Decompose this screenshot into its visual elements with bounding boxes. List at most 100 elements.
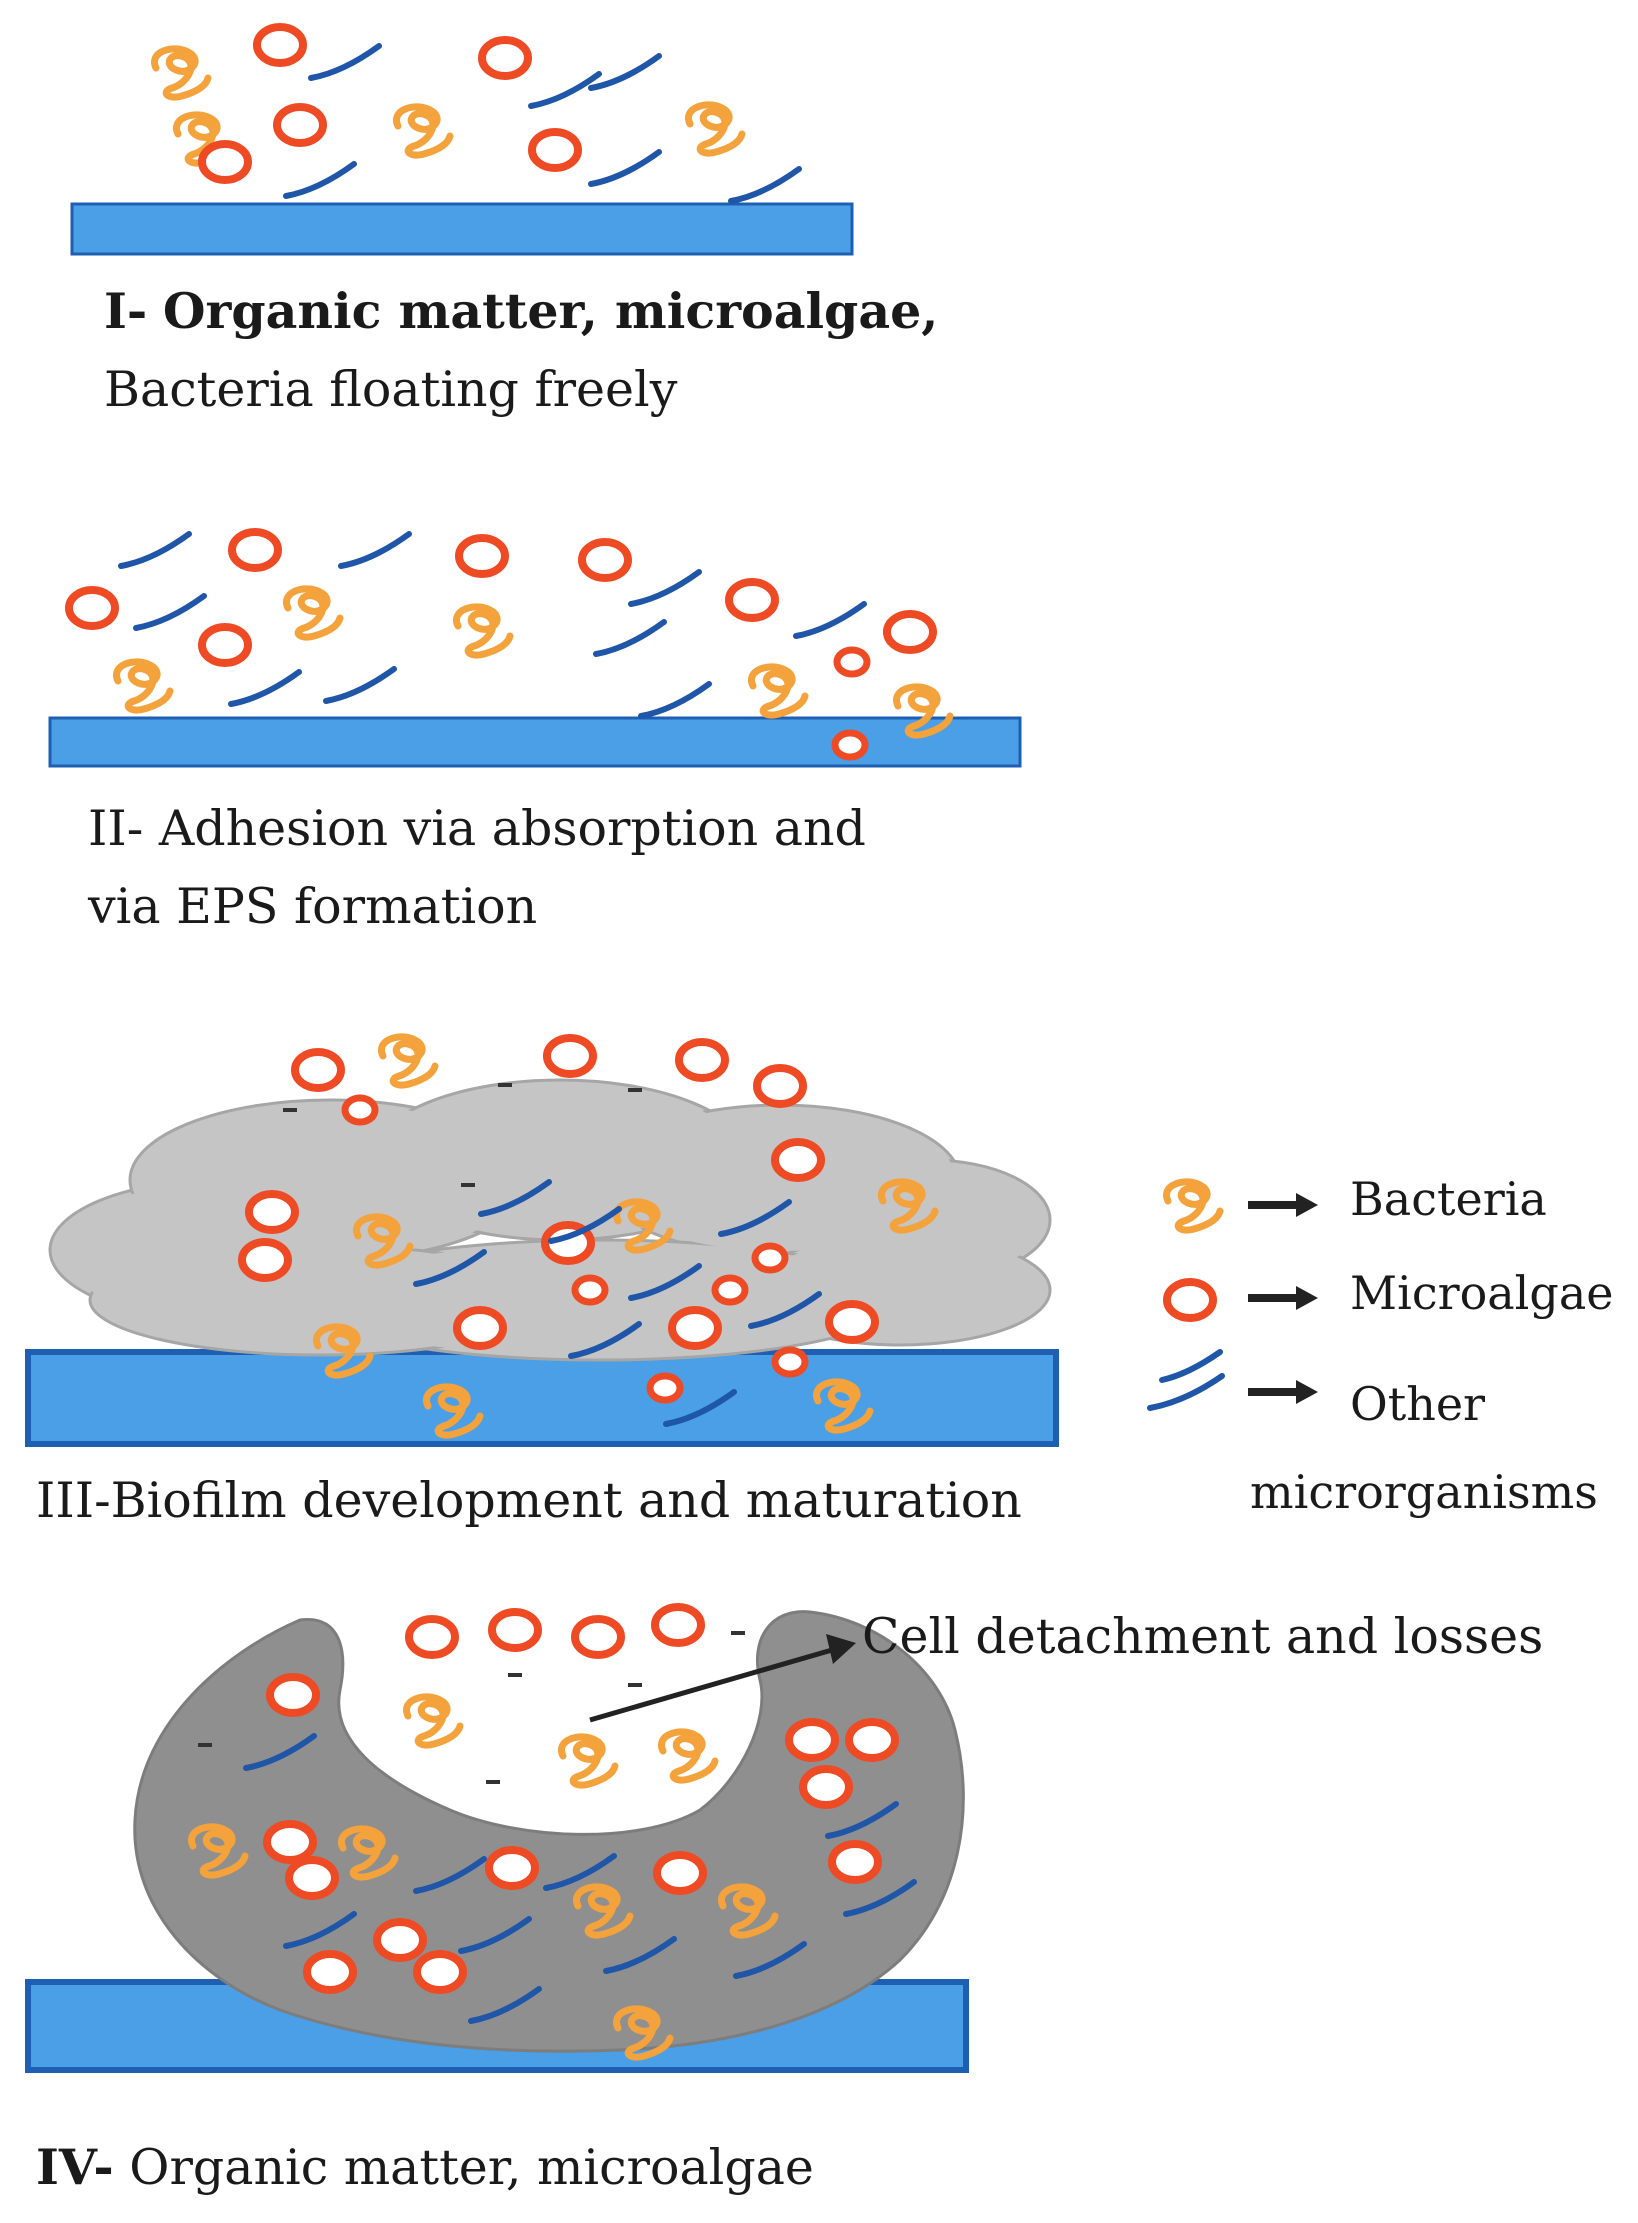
stage-1-other-microorganism [731, 169, 799, 201]
stage-4-microalgae [789, 1722, 835, 1758]
stage-1-bacteria [154, 49, 208, 97]
stage-4-bacteria [406, 1697, 460, 1745]
stage-1-other-microorganism [591, 152, 659, 184]
stage-3-microalgae [679, 1042, 725, 1078]
legend-other-microorganisms-icon [1147, 1349, 1225, 1411]
stage-1-bacteria [396, 107, 450, 155]
stage-2-caption-text-2: via EPS formation [88, 878, 538, 935]
stage-2-other-microorganism [231, 672, 299, 704]
stage-1-microalgae [277, 107, 323, 143]
detachment-arrow-icon [589, 1634, 856, 1723]
stage-3-substrate [25, 1349, 1059, 1447]
stage-4-microalgae [657, 1855, 703, 1891]
stage-2-microalgae [887, 614, 933, 650]
stage-2-bacteria [751, 667, 805, 715]
legend-microalgae-label: Microalgae [1350, 1266, 1614, 1320]
stage-3-microalgae [672, 1310, 718, 1346]
stage-3-numeral: III- [36, 1472, 111, 1529]
stage-2-microalgae [582, 542, 628, 578]
stage-3-microalgae [242, 1242, 288, 1278]
legend-bacteria-icon [1166, 1182, 1220, 1230]
stage-1-substrate [70, 202, 854, 256]
stage-2-microalgae [69, 590, 115, 626]
stage-4-microalgae [267, 1824, 313, 1860]
stage-2-microalgae [837, 650, 867, 674]
stage-1-panel [70, 27, 854, 256]
stage-1-bacteria [688, 105, 742, 153]
stage-3-panel [25, 1037, 1059, 1447]
stage-4-microalgae [849, 1722, 895, 1758]
stage-3-microalgae [547, 1038, 593, 1074]
stage-4-microalgae [307, 1954, 353, 1990]
stage-2-other-microorganism [596, 622, 664, 654]
stage-3-microalgae [757, 1068, 803, 1104]
legend-arrow-icon [1248, 1380, 1318, 1404]
stage-3-microalgae [650, 1376, 680, 1400]
stage-3-caption-text-1: Biofilm development and maturation [110, 1472, 1022, 1529]
stage-4-microalgae [409, 1619, 455, 1655]
stage-1-other-microorganism [286, 164, 354, 196]
stage-4-microalgae [417, 1954, 463, 1990]
stage-1-microalgae [257, 27, 303, 63]
stage-1-caption: I- Organic matter, microalgae, Bacteria … [104, 272, 938, 429]
stage-4-microalgae [270, 1677, 316, 1713]
legend-other-label: Other microrganisms [1250, 1377, 1598, 1519]
legend-microalgae-icon [1167, 1282, 1213, 1318]
stage-1-microalgae [482, 40, 528, 76]
stage-1-other-microorganism [311, 46, 379, 78]
stage-2-bacteria [116, 662, 170, 710]
stage-1-caption-text-2: Bacteria floating freely [104, 361, 678, 418]
stage-3-microalgae [295, 1052, 341, 1088]
stage-3-microalgae [755, 1246, 785, 1270]
stage-3-microalgae [575, 1278, 605, 1302]
stage-4-microalgae [377, 1922, 423, 1958]
stage-2-other-microorganism [136, 596, 204, 628]
stage-2-bacteria [286, 589, 340, 637]
legend [1147, 1182, 1318, 1411]
stage-3-microalgae [829, 1304, 875, 1340]
stage-4-microalgae [803, 1769, 849, 1805]
stage-4-microalgae [575, 1619, 621, 1655]
stage-4-microalgae [832, 1844, 878, 1880]
stage-3-microalgae [715, 1278, 745, 1302]
detaching-biofilm-mass [133, 1610, 965, 2053]
stage-2-other-microorganism [796, 604, 864, 636]
stage-4-microalgae [492, 1612, 538, 1648]
stage-1-microalgae [532, 132, 578, 168]
stage-2-panel [48, 532, 1022, 768]
stage-3-microalgae [457, 1310, 503, 1346]
stage-1-microalgae [202, 144, 248, 180]
stage-2-microalgae [232, 532, 278, 568]
stage-3-bacteria [381, 1037, 435, 1085]
stage-2-microalgae [202, 627, 248, 663]
stage-4-microalgae [289, 1860, 335, 1896]
stage-2-microalgae [729, 582, 775, 618]
stage-2-other-microorganism [341, 534, 409, 566]
stage-2-caption-line-1: II- Adhesion via absorption and [88, 790, 866, 868]
stage-2-other-microorganism [326, 669, 394, 701]
stage-4-numeral: IV- [36, 2138, 114, 2196]
stage-2-other-microorganism [121, 534, 189, 566]
stage-2-microalgae [835, 733, 865, 757]
stage-2-other-microorganism [641, 684, 709, 716]
stage-3-caption: III-Biofilm development and maturation [36, 1462, 1022, 1540]
stage-2-numeral: II- [88, 800, 144, 857]
stage-3-microalgae [249, 1194, 295, 1230]
stage-2-caption-text-1: Adhesion via absorption and [158, 800, 866, 857]
stage-4-caption: IV- Organic matter, microalgae [36, 2128, 814, 2207]
detachment-label: Cell detachment and losses [862, 1608, 1544, 1665]
stage-4-microalgae [489, 1850, 535, 1886]
legend-arrow-icon [1248, 1193, 1318, 1217]
stage-4-bacteria [561, 1737, 615, 1785]
legend-bacteria-label: Bacteria [1350, 1172, 1547, 1226]
stage-2-microalgae [459, 538, 505, 574]
stage-2-substrate [48, 716, 1022, 768]
stage-1-caption-line-1: I- Organic matter, microalgae, [104, 272, 938, 351]
stage-1-numeral: I- [104, 282, 148, 340]
stage-3-microalgae [775, 1350, 805, 1374]
stage-2-bacteria [456, 607, 510, 655]
stage-4-microalgae [655, 1607, 701, 1643]
legend-arrow-icon [1248, 1286, 1318, 1310]
stage-3-microalgae [345, 1098, 375, 1122]
